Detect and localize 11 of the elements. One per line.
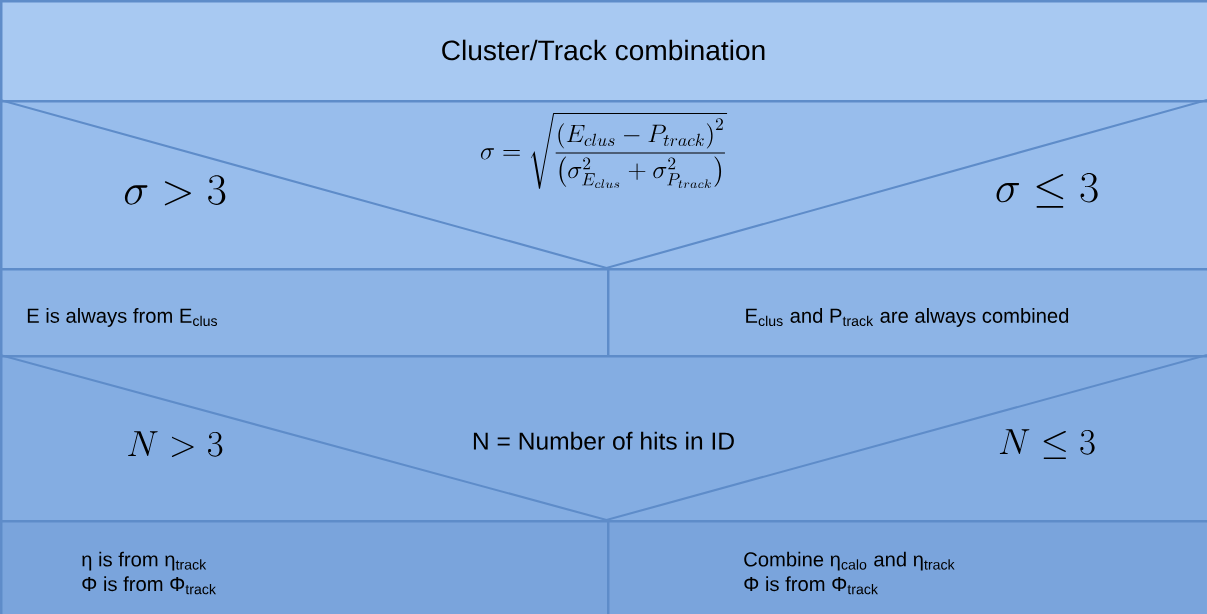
branch-cell: η is from η$_{track}$ Φ is from Φ$_{track}$ bbox=[0, 520, 610, 614]
branch-condition: $N > 3$ bbox=[128, 431, 223, 458]
branch-condition: $\sigma > 3$ bbox=[124, 175, 226, 206]
decision-heading: N = Number of hits in ID bbox=[473, 431, 734, 450]
branch-condition: $\sigma \leq 3$ bbox=[996, 172, 1098, 208]
branch-cell: Combine η$_{calo}$ and η$_{track}$ Φ is from Φ$_{track}$ bbox=[607, 520, 1207, 614]
branch-cell: E$_{clus}$ and P$_{track}$ are always combined bbox=[607, 268, 1207, 358]
branch-cell: E is always from E$_{clus}$ bbox=[0, 268, 610, 358]
title-band: Cluster/Track combination bbox=[0, 0, 1207, 103]
formula: $\sigma = \sqrt{\frac{\left(E_{clus} - P_{track}\right)^{2}}{\left(\sigma^{2}_{E_{clus}} + \sigma^{2}_{P_{track}}\right)}}$ bbox=[480, 112, 728, 189]
branch-condition: $N \leq 3$ bbox=[999, 429, 1095, 460]
